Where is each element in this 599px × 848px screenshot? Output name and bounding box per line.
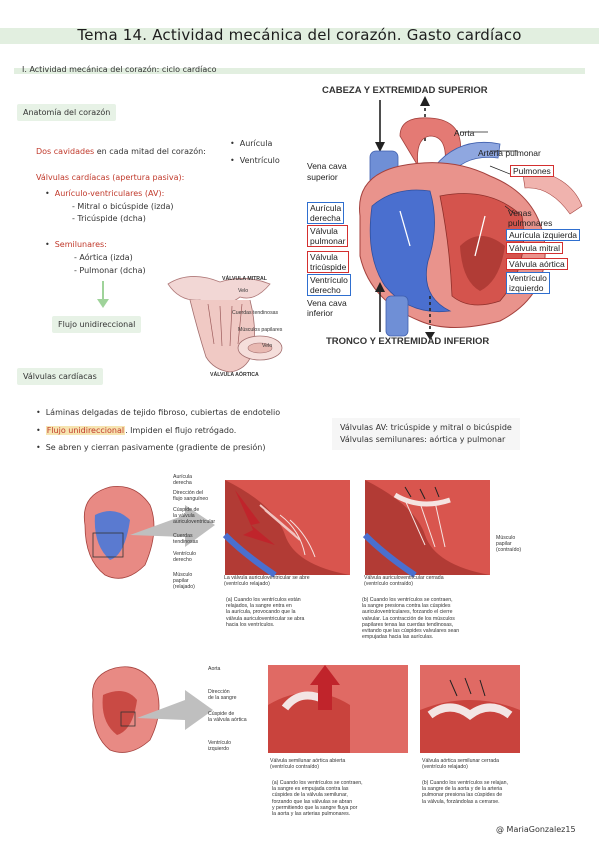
av-left-label: Cúspide de la válvula auriculoventricula… xyxy=(173,507,216,526)
semi-item: - Pulmonar (dcha) xyxy=(74,266,146,275)
semi-left-label: Dirección de la sangre xyxy=(208,689,237,702)
av-desc-b: (b) Cuando los ventrículos se contraen, … xyxy=(362,597,460,641)
av-desc-a: (a) Cuando los ventrículos están relajad… xyxy=(226,597,305,628)
sketch-label: Cuerdas tendinosas xyxy=(232,310,279,316)
label-valvula-pulmonar: Válvula pulmonar xyxy=(307,225,349,247)
label-auricula-izq: Aurícula izquierda xyxy=(506,229,581,241)
av-left-label: Aurícula derecha xyxy=(173,474,193,487)
av-right-label: Músculo papilar (contraído) xyxy=(496,535,522,554)
label-ventriculo-izq: Ventrículo izquierdo xyxy=(506,272,550,294)
label-vena-cava-sup: Vena cava superior xyxy=(307,161,347,182)
label-aorta: Aorta xyxy=(454,128,475,138)
section-band xyxy=(14,68,585,74)
heart-bottom-caption: TRONCO Y EXTREMIDAD INFERIOR xyxy=(326,336,490,347)
label-arteria-pulmonar: Arteria pulmonar xyxy=(478,148,541,158)
sketch-label: Velo xyxy=(238,288,249,294)
semilunar-valve-figure xyxy=(92,665,520,753)
sketch-label: VÁLVULA AÓRTICA xyxy=(210,372,259,378)
valve-sketch-illustration xyxy=(167,276,283,373)
av-caption-closed: Válvula auriculoventricular cerrada (ven… xyxy=(364,575,444,588)
semi-left-label: Aorta xyxy=(208,666,221,672)
anatomy-box: Anatomía del corazón xyxy=(17,104,117,121)
av-left-label: Ventrículo derecho xyxy=(173,551,197,564)
av-caption-open: La válvula auriculoventricular se abre (… xyxy=(224,575,310,588)
valves-heading: Válvulas cardíacas (apertura pasiva): xyxy=(36,173,185,182)
sketch-label: Músculos papilares xyxy=(238,327,283,333)
semi-title: Semilunares: xyxy=(45,240,107,249)
label-venas-pulm: Venas pulmonares xyxy=(508,208,553,228)
heart-diagram-illustration xyxy=(359,96,583,340)
valve-bullet: Flujo unidireccional. Impiden el flujo r… xyxy=(36,426,236,435)
title-band xyxy=(0,28,599,44)
cavities-line: Dos cavidades en cada mitad del corazón: xyxy=(36,147,206,156)
note-line: Válvulas AV: tricúspide y mitral o bicús… xyxy=(340,423,512,432)
label-valvula-tricuspide: Válvula tricúspide xyxy=(307,251,350,273)
heart-top-caption: CABEZA Y EXTREMIDAD SUPERIOR xyxy=(322,85,488,96)
av-left-label: Músculo papilar (relajado) xyxy=(173,572,195,591)
av-item: - Tricúspide (dcha) xyxy=(72,214,146,223)
label-auricula-der: Aurícula derecha xyxy=(307,202,345,224)
semi-desc-b: (b) Cuando los ventrículos se relajan, l… xyxy=(422,780,508,805)
valves-box: Válvulas cardíacas xyxy=(17,368,103,385)
av-left-label: Dirección del flujo sanguíneo xyxy=(173,490,209,503)
av-title: Aurículo-ventriculares (AV): xyxy=(45,189,165,198)
valves-note: Válvulas AV: tricúspide y mitral o bicús… xyxy=(332,418,520,450)
cavity-item: Ventrículo xyxy=(230,156,280,165)
sketch-label: VÁLVULA MITRAL xyxy=(222,276,267,282)
semi-item: - Aórtica (izda) xyxy=(74,253,133,262)
valve-bullet: Se abren y cierran pasivamente (gradient… xyxy=(36,443,266,452)
cavities-prefix: Dos cavidades xyxy=(36,147,95,156)
flow-box: Flujo unidireccional xyxy=(52,316,142,333)
sketch-label: Velo xyxy=(262,343,273,349)
valve-bullet: Láminas delgadas de tejido fibroso, cubi… xyxy=(36,408,280,417)
author-credit: @ MariaGonzalez15 xyxy=(496,825,576,834)
cavities-text: en cada mitad del corazón: xyxy=(94,147,206,156)
label-valvula-mitral: Válvula mitral xyxy=(506,242,564,254)
label-vena-cava-inf: Vena cava inferior xyxy=(307,298,347,318)
av-left-label: Cuerdas tendinosas xyxy=(173,533,199,546)
down-arrow-icon xyxy=(97,281,109,308)
cavity-item: Aurícula xyxy=(230,139,273,148)
av-valve-figure xyxy=(83,480,490,579)
label-pulmones: Pulmones xyxy=(510,165,554,177)
semi-left-label: Cúspide de la válvula aórtica xyxy=(208,711,247,724)
section-heading: I. Actividad mecánica del corazón: ciclo… xyxy=(22,65,217,74)
page-title: Tema 14. Actividad mecánica del corazón.… xyxy=(77,26,522,44)
semi-desc-a: (a) Cuando los ventrículos se contraen, … xyxy=(272,780,363,818)
note-line: Válvulas semilunares: aórtica y pulmonar xyxy=(340,435,506,444)
label-valvula-aortica: Válvula aórtica xyxy=(506,258,568,270)
av-item: - Mitral o bicúspide (izda) xyxy=(72,202,174,211)
label-ventriculo-der: Ventrículo derecho xyxy=(307,274,351,296)
semi-caption-open: Válvula semilunar aórtica abierta (ventr… xyxy=(270,758,346,771)
semi-caption-closed: Válvula aórtica semilunar cerrada (ventr… xyxy=(422,758,499,771)
semi-left-label: Ventrículo izquierdo xyxy=(208,740,232,753)
